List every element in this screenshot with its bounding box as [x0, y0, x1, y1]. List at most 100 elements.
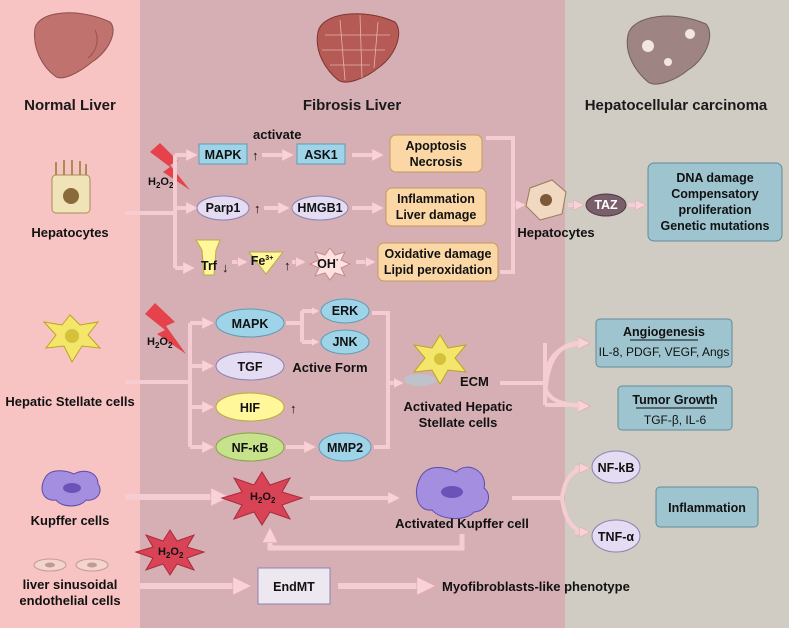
lsec-label-line2: endothelial cells — [19, 593, 120, 608]
activated-stellate-icon — [404, 334, 468, 386]
taz-ellipse — [585, 193, 627, 217]
hepatocytes-mid-label: Hepatocytes — [517, 225, 594, 240]
h2o2-bolt-hepatocyte — [150, 143, 190, 190]
inflammation-box — [385, 187, 487, 227]
hep-mapk-box — [198, 143, 248, 165]
lipid-text: Lipid peroxidation — [384, 263, 492, 277]
down-arrow-trf: ↓ — [222, 260, 229, 275]
h2o2-burst-lsec — [134, 529, 206, 576]
endothelial-cell-icon — [33, 558, 109, 572]
tgf-ellipse — [215, 351, 285, 381]
lsec-label-line1: liver sinusoidal — [23, 577, 118, 592]
hep-mapk-text: MAPK — [205, 148, 242, 162]
endmt-text: EndMT — [273, 580, 315, 594]
outcome-proliferation: proliferation — [679, 203, 752, 217]
hmgb1-text: HMGB1 — [297, 201, 342, 215]
up-arrow-parp1: ↑ — [254, 201, 261, 216]
activated-stellate-line1: Activated Hepatic — [403, 399, 512, 414]
normal-liver-icon — [34, 12, 114, 79]
jnk-ellipse — [320, 329, 370, 355]
activated-stellate-line2: Stellate cells — [419, 415, 498, 430]
h2o2-label-kupffer: H2O2 — [250, 491, 276, 505]
h2o2-label-hepatocyte: H2O2 — [148, 176, 174, 190]
taz-text: TAZ — [594, 198, 618, 212]
inflammation-text: Inflammation — [397, 192, 475, 206]
hcc-header: Hepatocellular carcinoma — [585, 97, 768, 114]
activated-kupffer-icon — [416, 466, 489, 519]
h2o2-label-lsec: H2O2 — [158, 546, 184, 560]
oh-text: OH· — [317, 255, 339, 271]
mmp2-text: MMP2 — [327, 441, 363, 455]
mapk-erk-jnk-lines — [286, 309, 316, 344]
angiogenesis-title: Angiogenesis — [623, 325, 705, 339]
kupffer-feedback-loop — [270, 530, 465, 551]
tgf-text: TGF — [238, 360, 263, 374]
tnfa-ellipse — [591, 519, 641, 553]
kupffer-cell-icon — [41, 470, 101, 507]
fibrosis-liver-header: Fibrosis Liver — [303, 97, 402, 114]
erk-ellipse — [320, 298, 370, 324]
apoptosis-text: Apoptosis — [405, 139, 466, 153]
oh-burst — [308, 247, 352, 281]
h2o2-bolt-stellate — [145, 303, 186, 354]
hcc-nfkb-text: NF-kB — [598, 461, 635, 475]
stellate-mapk-text: MAPK — [232, 317, 269, 331]
up-arrow-mapk: ↑ — [252, 148, 259, 163]
activate-label: activate — [253, 127, 301, 142]
jnk-text: JNK — [332, 335, 357, 349]
trf-shape — [195, 239, 221, 276]
hmgb1-ellipse — [291, 195, 349, 221]
trf-text: Trf — [201, 259, 218, 273]
outcome-compensatory: Compensatory — [671, 187, 759, 201]
tumor-growth-title: Tumor Growth — [632, 393, 717, 407]
fibrosis-liver-icon — [316, 13, 400, 83]
outcome-dna-damage: DNA damage — [676, 171, 753, 185]
stellate-mapk-ellipse — [215, 308, 285, 338]
liver-damage-text: Liver damage — [396, 208, 477, 222]
nfkb-text: NF-κB — [232, 441, 269, 455]
up-arrow-hif: ↑ — [290, 401, 297, 416]
hif-ellipse — [215, 392, 285, 422]
angiogenesis-body: IL-8, PDGF, VEGF, Angs — [599, 345, 730, 359]
angiogenesis-box — [595, 318, 733, 368]
hepatocytes-label: Hepatocytes — [31, 225, 108, 240]
normal-liver-header: Normal Liver — [24, 97, 116, 114]
tnfa-text: TNF-α — [598, 530, 634, 544]
arrow-to-angiogenesis — [543, 343, 588, 381]
stellate-cell-icon — [42, 314, 102, 364]
up-arrow-fe: ↑ — [284, 258, 291, 273]
endmt-box — [257, 567, 331, 605]
hcc-inflammation-text: Inflammation — [668, 501, 746, 515]
active-form-label: Active Form — [292, 360, 367, 375]
myofibroblast-label: Myofibroblasts-like phenotype — [442, 579, 630, 594]
h2o2-burst-kupffer — [220, 471, 304, 526]
stellate-label: Hepatic Stellate cells — [5, 394, 134, 409]
stellate-branch-line — [125, 323, 192, 447]
outcome-genetic-mutations: Genetic mutations — [660, 219, 769, 233]
fe-text: Fe3+ — [251, 254, 274, 268]
normal-column-bg — [0, 0, 140, 628]
parp1-ellipse — [196, 195, 250, 221]
oxidative-text: Oxidative damage — [385, 247, 492, 261]
fe-triangle — [247, 251, 285, 275]
damaged-hepatocyte-icon — [525, 179, 567, 221]
hep-branch-line — [125, 155, 177, 268]
oxidative-box — [377, 242, 499, 282]
tumor-growth-body: TGF-β, IL-6 — [644, 413, 707, 427]
hif-text: HIF — [240, 401, 261, 415]
hcc-inflammation-box — [655, 486, 759, 528]
activated-kupffer-label: Activated Kupffer cell — [395, 516, 529, 531]
outcomes-box — [647, 162, 783, 242]
ecm-label: ECM — [460, 374, 489, 389]
hcc-nfkb-ellipse — [591, 450, 641, 484]
hepatocyte-icon — [51, 160, 91, 214]
h2o2-label-stellate: H2O2 — [147, 336, 173, 350]
arrow-to-tumor — [543, 385, 588, 406]
mmp2-ellipse — [318, 432, 372, 462]
ask1-box — [296, 143, 346, 165]
necrosis-text: Necrosis — [410, 155, 463, 169]
hcc-liver-icon — [626, 15, 711, 85]
kupffer-label: Kupffer cells — [31, 513, 110, 528]
